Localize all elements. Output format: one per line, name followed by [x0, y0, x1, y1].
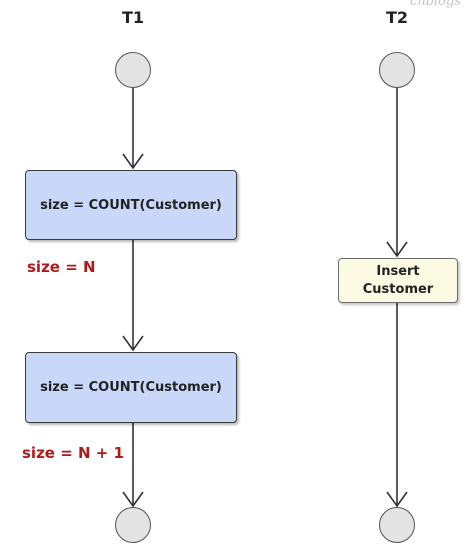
- watermark: cnblogs: [410, 0, 461, 9]
- lane-title-t1: T1: [121, 8, 145, 27]
- t1-arrowhead-3: [122, 491, 144, 508]
- lane-title-t2: T2: [385, 8, 409, 27]
- t1-size-label-1: size = N: [27, 258, 96, 276]
- t2-arrowhead-2: [386, 491, 408, 508]
- t1-arrowhead-1: [122, 153, 144, 170]
- t1-end-node: [115, 507, 151, 543]
- t1-count-step-2: size = COUNT(Customer): [25, 352, 237, 423]
- t1-arrowhead-2: [122, 335, 144, 352]
- t2-end-node: [379, 507, 415, 543]
- t1-count-step-1: size = COUNT(Customer): [25, 170, 237, 240]
- t2-start-node: [379, 52, 415, 88]
- t2-arrowhead-1: [386, 241, 408, 258]
- t1-start-node: [115, 52, 151, 88]
- t2-insert-customer-step: Insert Customer: [338, 258, 458, 303]
- t1-size-label-2: size = N + 1: [22, 444, 124, 462]
